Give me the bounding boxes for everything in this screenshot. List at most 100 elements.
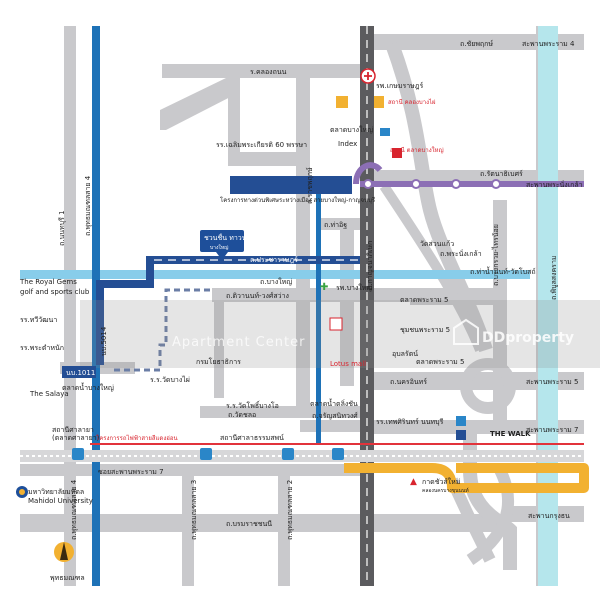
purple-line [353,162,584,189]
label-nakhon-in: ถ.นครอินทร์ [390,378,427,386]
vertical-road-labels: ถ.กาญจนาภิเษก ถ.พุทธมณฑลสาย 4 ถ.นนทบุรี … [58,167,558,540]
label-boromratchachonnani: ถ.บรมราชชนนี [226,520,272,528]
label-market-phra-ram-5b: ตลาดพระราม 5 [416,358,464,366]
road-phutthamonthon-4 [64,26,76,586]
place-labels: รพ.เกษมราษฎร์ รร.เฉลิมพระเกียรติ 60 พรรษ… [19,82,531,582]
label-chaiyaphruek: ถ.ชัยพฤกษ์ [460,40,493,48]
mall-icon-2 [374,96,384,108]
label-rattanathibet: ถ.รัตนาธิเบศร์ [480,170,523,178]
label-station-1: สถานี คลองบางไผ่ [388,98,436,106]
label-station-sai-ma: สถานีศาลาธรรมสพน์ [220,434,284,442]
label-nor-bor-house: กรมโยธาธิการ [196,357,241,366]
label-prachaharat: ถ.ประชาราษฎร์ [250,256,298,264]
road-bangkruai [214,292,224,398]
canal-chao-phraya [538,26,558,586]
label-charan: ถ.จรัญสนิทวงศ์ [312,412,358,420]
expressway-route-dashed [114,288,214,372]
label-phutthamonthon-2: ถ.พุทธมณฑลสาย 2 [286,480,294,540]
road-tiwanon [212,288,368,302]
road-sor-sapan [300,420,368,432]
label-sapan-phra-ram-4: สะพานพระราม 4 [522,40,575,48]
label-village-phra-ram-5: ชุมชนพระราม 5 [400,326,450,334]
label-mahidol-2: Mahidol University [28,497,93,505]
label-salaya: The Salaya [29,390,69,398]
mahidol-logo-icon [16,486,28,498]
label-tiwanon: ถ.ติวานนท์-วงศ์สว่าง [226,292,289,300]
label-kong-thanon: ร.คลองถนน [250,68,287,76]
label-district-office: ร.ร.วัดโพธิ์บางโอ [226,400,279,410]
road-tha-it [318,218,368,230]
label-phutthamonthon-4-top: ถ.พุทธมณฑลสาย 4 [84,175,92,236]
label-nonthaburi-1: ถ.นนทบุรี 1 [58,210,66,246]
label-police-school: ร.ร.วัดบางไผ่ [150,375,190,384]
label-royal-gems-2: golf and sports club [20,288,90,296]
expressway [96,176,366,372]
bank-icon [380,128,390,136]
watermark-right: DDproperty [482,330,574,346]
triangle-icon: ▲ [410,477,417,487]
hospital-icon [360,68,376,84]
label-phibunsongkhram: ถ.พิบูลสงคราม [550,256,558,301]
label-wat-chalo: ถ.วัดชลอ [228,411,256,419]
label-market-tukcom: ตลาดน้ำตลิ่งชัน [310,397,358,408]
canal-bang-yai [316,180,321,444]
label-kad-dao: กาดชัวส์ใหม่ [422,477,460,486]
label-salaya-station: สถานีศาลายา [52,426,94,434]
canal-kong-om [20,270,530,279]
label-index: Index [338,140,357,148]
expressway-bangyai-kanchanaburi [230,176,352,194]
tower-icon [456,430,466,440]
label-kong-bang-yai: ถ.บางใหญ่ [260,277,292,286]
project-badge-sub: บางใหญ่ [210,244,228,251]
label-station-2: สถานี ตลาดบางใหญ่ [390,146,444,154]
label-sapan-phra-nangklao: สะพานพระนั่งเกล้า [526,180,583,189]
label-tha-it: ถ.ท่าอิฐ [324,221,347,229]
label-sapan-phra-ram-5: สะพานพระราม 5 [526,378,578,386]
road-boromratchachonnani [20,514,510,532]
road-bangkruai-sainoi [379,183,485,352]
road-soi-tiwanon [340,226,354,386]
label-school-60: รร.เฉลิมพระเกียรติ 60 พรรษา [216,141,307,149]
label-salaya-station-sub: (ตลาดศาลายา) [52,434,100,442]
label-school-bangkok: รร.เทพศิรินทร์ นนทบุรี [376,418,444,426]
label-royal-gems: The Royal Gems [19,278,77,286]
label-phuttha: พุทธมณฑล [50,574,85,582]
label-red-line-note: โครงการรถไฟฟ้าสายสีแดงอ่อน [96,434,178,442]
road-block-kong-thanon [160,78,240,130]
road-labels: ถ.ชัยพฤกษ์ สะพานพระราม 4 ร.คลองถนน ถ.รัต… [98,40,583,528]
train-station-icons [72,448,344,460]
road-phutthamonthon-3 [182,476,194,586]
label-purple-note: โครงการทางด่วนพิเศษระหว่างเมือง สายบางให… [220,196,376,204]
label-mahidol-1: มหาวิทยาลัยมหิดล [28,488,84,496]
watermark-band [80,300,600,368]
mall-icon [336,96,348,108]
label-school-1: รร.ทวีวัฒนา [20,316,57,324]
nb1011-badge: นบ.1011 [62,366,96,378]
school-icon [456,416,466,426]
watermark-left: Apartment Center [172,335,305,350]
map-icons: ✚ Lotus mall ▲ [16,68,466,562]
yellow-line [344,463,589,493]
label-market-bangyai: ตลาดน้ำบางใหญ่ [62,381,114,392]
project-badge-name: ชวนชื่น ทาวน์ [204,233,247,242]
label-central: ตลาดบางใหญ่ [330,125,373,134]
label-bangkruai-sainoi: ถ.บางกรวย-ไทรน้อย [491,224,500,286]
label-kad-dao-sub: คลองนครบางขุนนนท์ [422,487,469,494]
label-ubon: อุบลรัตน์ [392,350,418,358]
label-ratchaphruek: ถ.ราชพฤกษ์ [306,167,314,204]
project-badge: ชวนชื่น ทาวน์ บางใหญ่ [200,230,247,260]
label-nb5014: นบ.5014 [100,326,108,356]
label-kanchanaphisek: ถ.กาญจนาภิเษก [366,241,374,290]
store-icon [392,148,402,158]
svg-text:นบ.1011: นบ.1011 [66,369,95,377]
label-soi-salaya: ซอยสะพานพระราม 7 [98,468,164,476]
label-phra-nangklao-side: ถ.พระนั่งเกล้า [440,249,482,258]
road-wat-chalo [200,406,368,418]
cross-icon: ✚ [320,282,328,293]
label-phutthamonthon-3: ถ.พุทธมณฑลสาย 3 [190,480,198,540]
label-hospital-bangyai: รพ.บางใหญ่ [336,283,372,292]
toyota-icon [329,317,343,331]
road-sapan-phra-ram-7 [372,420,584,434]
red-line-railway [20,443,584,462]
